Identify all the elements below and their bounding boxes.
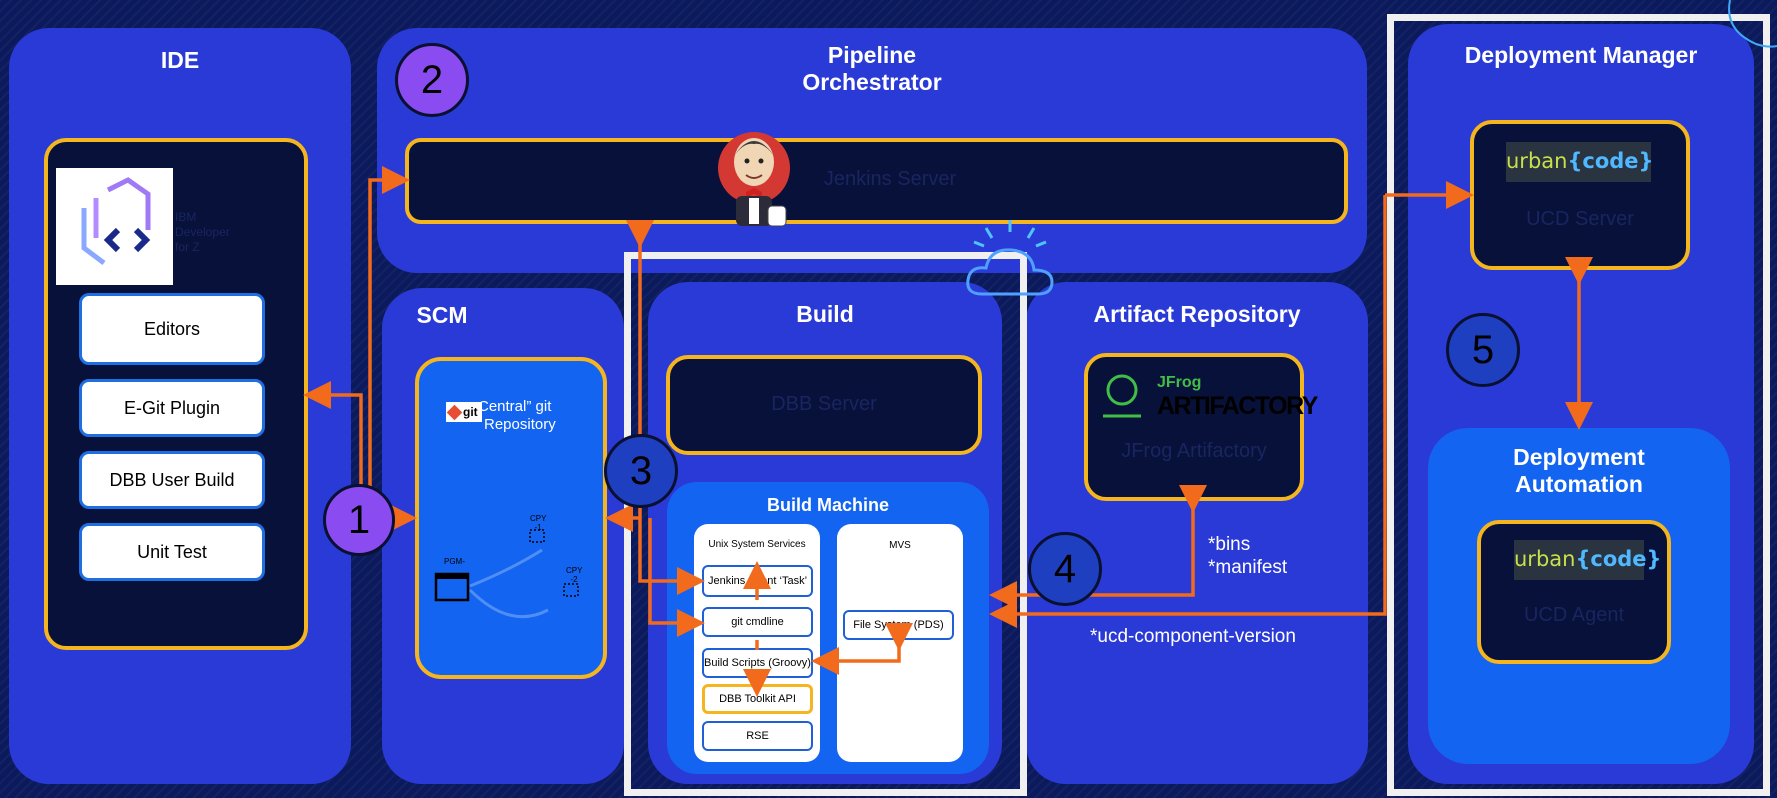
- note-manifest: *manifest: [1208, 557, 1288, 578]
- mvs-title: MVS: [889, 540, 911, 551]
- automation-title-line2: Automation: [1515, 471, 1643, 497]
- ibm-developer-logo: [56, 168, 173, 285]
- note-bins: *bins: [1208, 534, 1251, 555]
- artifact-title: Artifact Repository: [1093, 301, 1301, 327]
- ide-title: IDE: [160, 47, 200, 73]
- git-logo-icon: git: [446, 402, 482, 422]
- step-3-marker: 3: [604, 434, 678, 508]
- jenkins-server-box: [405, 138, 1348, 224]
- cpy2-label: CPY -2: [566, 566, 583, 584]
- artifactory-label: JFrog Artifactory: [1121, 440, 1267, 462]
- note-ucd-component-version: *ucd-component-version: [1090, 626, 1296, 647]
- ucd-agent-label: UCD Agent: [1523, 604, 1625, 626]
- step-1-marker: 1: [323, 484, 395, 556]
- deploy-highlight-frame: [1387, 14, 1770, 796]
- cloud-icon: [964, 216, 1056, 300]
- uss-title: Unix System Services: [708, 539, 806, 550]
- pipeline-title-line2: Orchestrator: [802, 69, 942, 95]
- urbancode-logo-agent: urban{code}: [1514, 540, 1662, 580]
- build-machine-title: Build Machine: [766, 495, 889, 515]
- build-title: Build: [796, 301, 854, 327]
- jenkins-logo-icon: [716, 128, 792, 232]
- step-4-marker: 4: [1028, 532, 1102, 606]
- rse: RSE: [702, 721, 813, 751]
- automation-title-line1: Deployment: [1513, 444, 1645, 470]
- jfrog-brand-text: JFrog: [1157, 374, 1202, 391]
- git-logo-text: git: [463, 405, 478, 419]
- git-repo-label-line2: Repository: [484, 416, 556, 433]
- git-repo-label-line1: Central” git: [478, 398, 552, 415]
- pgm-label: PGM-: [444, 557, 465, 566]
- ucd-server-label: UCD Server: [1526, 208, 1634, 230]
- unit-test-button[interactable]: Unit Test: [79, 523, 265, 581]
- dbb-server-box: [666, 355, 982, 455]
- repo-files-diagram: [430, 510, 590, 640]
- jfrog-logo-icon: [1101, 372, 1143, 422]
- ibm-developer-label: IBM Developer for Z: [175, 210, 230, 254]
- scm-title: SCM: [416, 302, 468, 328]
- pipeline-title-line1: Pipeline: [827, 42, 917, 68]
- corner-arc-icon: [1716, 0, 1777, 50]
- step-5-marker: 5: [1446, 313, 1520, 387]
- egit-plugin-button[interactable]: E-Git Plugin: [79, 379, 265, 437]
- git-cmdline: git cmdline: [702, 607, 813, 637]
- step-2-marker: 2: [395, 43, 469, 117]
- dbb-user-build-button[interactable]: DBB User Build: [79, 451, 265, 509]
- jenkins-server-label: Jenkins Server: [823, 168, 957, 190]
- cpy1-label: CPY -1: [530, 514, 547, 532]
- editors-button[interactable]: Editors: [79, 293, 265, 365]
- dbb-server-label: DBB Server: [771, 393, 877, 415]
- deploy-title: Deployment Manager: [1464, 42, 1698, 68]
- urbancode-logo-server: urban{code}: [1506, 142, 1654, 182]
